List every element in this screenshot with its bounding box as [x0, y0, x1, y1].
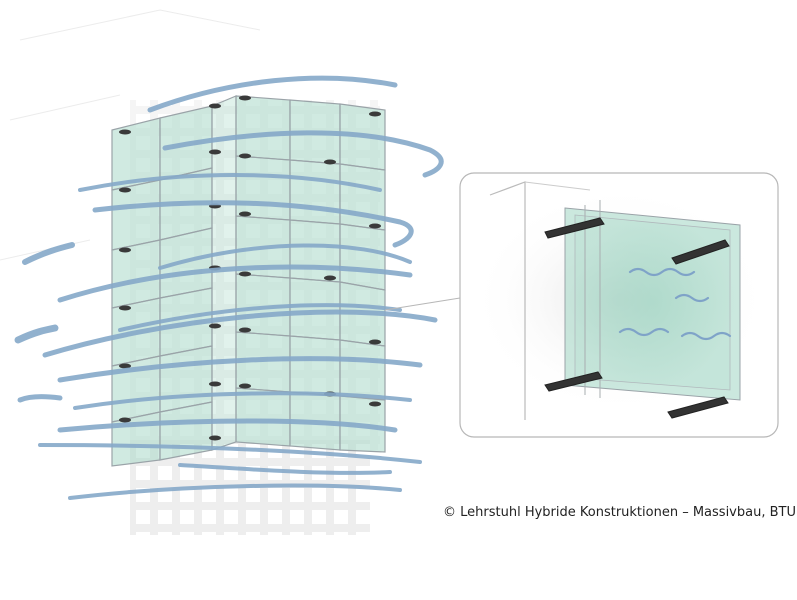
detail-leader-line: [384, 297, 461, 311]
airflow-arrows: [618, 267, 732, 341]
detail-point-fixing-brackets: [544, 217, 730, 419]
copyright-credit: © Lehrstuhl Hybride Konstruktionen – Mas…: [443, 505, 796, 520]
magnified-detail-callout-icon: [459, 172, 779, 438]
tower-brackets: [119, 95, 381, 441]
facade-right-face: [235, 95, 386, 453]
wind-gust-lines-icon: [14, 75, 444, 500]
glass-facade-panels: [111, 95, 386, 467]
background-sketch: [0, 9, 261, 261]
facade-left-face: [111, 105, 213, 467]
point-fixing-bracket-icon: [119, 95, 381, 441]
facade-corner: [211, 95, 237, 451]
